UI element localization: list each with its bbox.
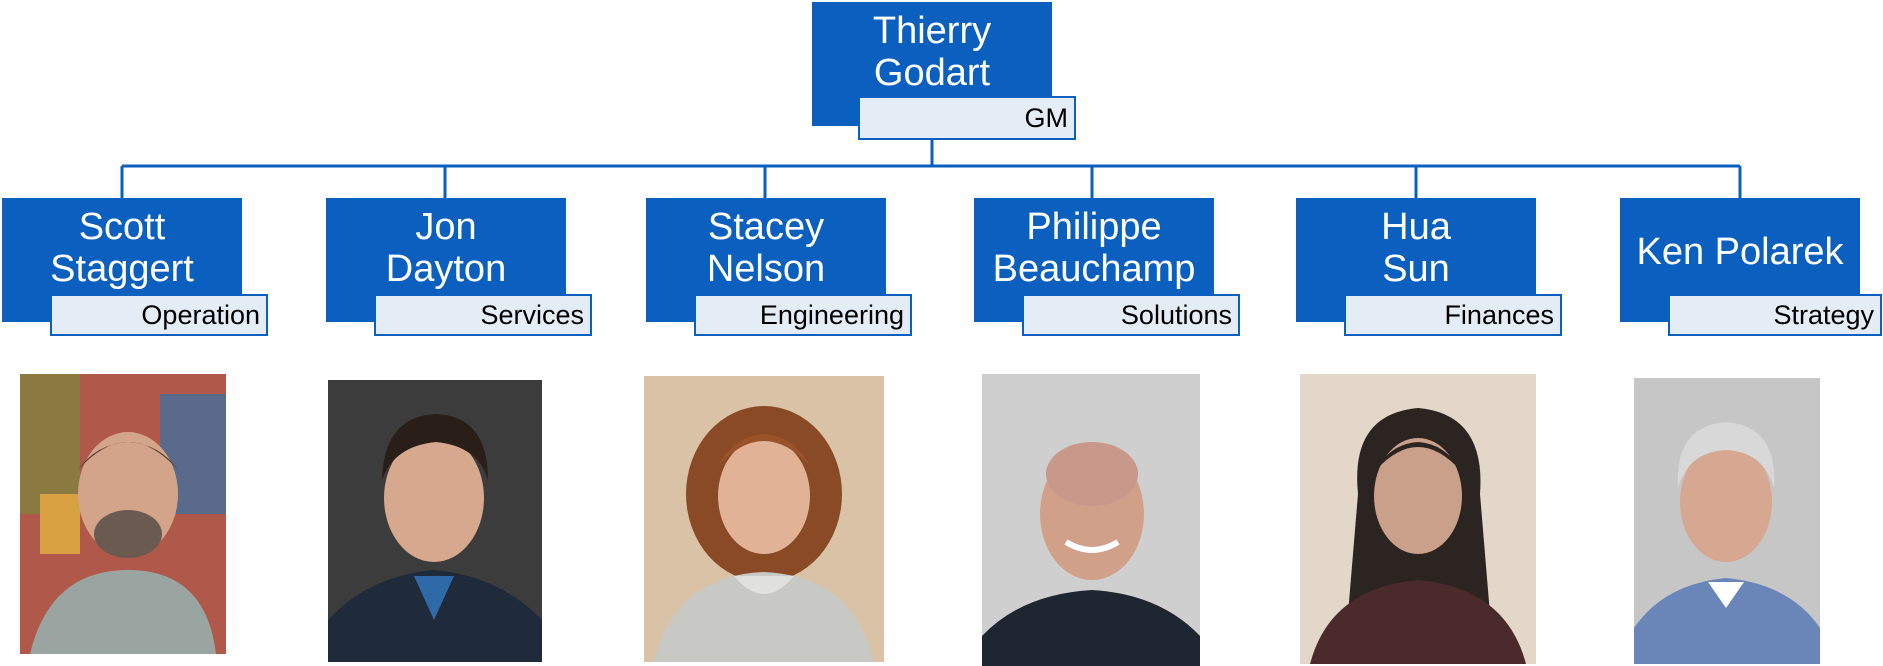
name-line-2: Staggert [50,248,194,290]
name-line-2: Godart [873,52,991,94]
node-role: Engineering [694,294,912,336]
name-line-1: Hua [1381,206,1451,248]
name-line-2: Sun [1382,248,1450,290]
name-line-1: Scott [78,206,166,248]
name-line-1: Jon [415,206,477,248]
node-role: Services [374,294,592,336]
name-line-2: Dayton [385,248,507,290]
node-role: Operation [50,294,268,336]
person-photo [20,374,226,654]
node-role: Strategy [1668,294,1882,336]
node-role: Finances [1344,294,1562,336]
name-line-1: Philippe [1026,206,1162,248]
name-line-2: Beauchamp [992,248,1196,290]
person-photo [1300,374,1536,664]
person-photo [982,374,1200,666]
name-line-1: Thierry [872,10,992,52]
person-photo [1634,378,1820,664]
person-photo [644,376,884,662]
name-line-1: Ken Polarek [1636,231,1844,273]
name-line-2: Nelson [706,248,826,290]
name-line-1: Stacey [707,206,825,248]
node-role: Solutions [1022,294,1240,336]
node-role: GM [858,96,1076,140]
person-photo [328,380,542,662]
